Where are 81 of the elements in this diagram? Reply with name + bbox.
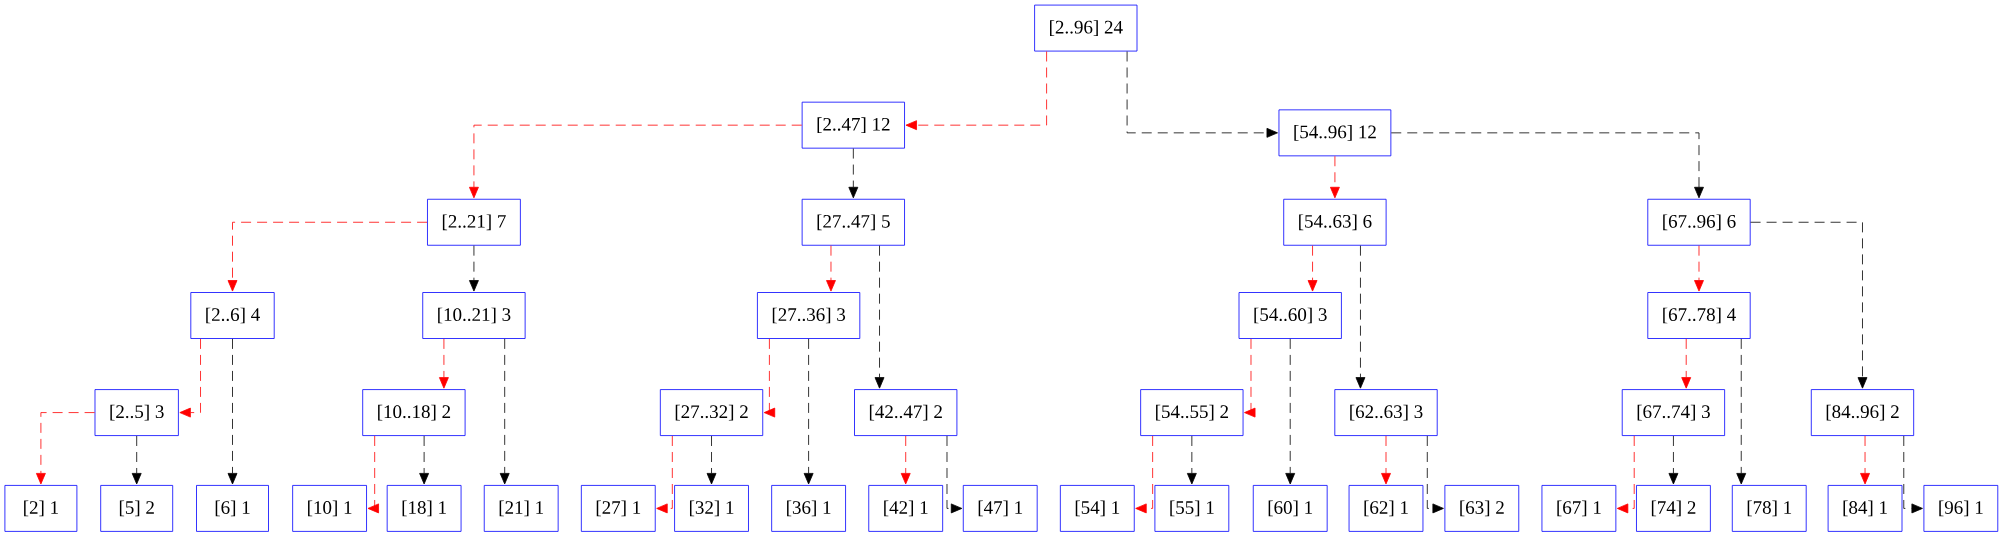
tree-node-box: [54..60] 3 (1238, 292, 1342, 339)
arrow (1668, 435, 1679, 485)
arrow (1285, 338, 1296, 485)
arrow (946, 435, 963, 514)
tree-node-box: [54..96] 12 (1278, 109, 1392, 157)
arrow (1330, 155, 1340, 199)
tree-node-box: [10] 1 (292, 485, 367, 532)
arrow (1426, 435, 1444, 514)
arrow (803, 338, 814, 485)
arrow (905, 51, 1047, 131)
tree-node-box: [2..5] 3 (94, 389, 179, 436)
arrow (1750, 221, 1868, 389)
arrow (1903, 435, 1923, 514)
arrow (1355, 245, 1366, 389)
tree-node-box: [10..21] 3 (422, 292, 526, 339)
tree-node-box: [2..6] 4 (190, 292, 275, 339)
tree-node-box: [74] 2 (1636, 485, 1711, 532)
tree-node-box: [63] 2 (1444, 485, 1520, 532)
tree-node-box: [62] 1 (1348, 485, 1424, 532)
arrow (1244, 338, 1256, 418)
tree-node-box: [42..47] 2 (854, 389, 958, 436)
tree-node-box: [2..47] 12 (801, 101, 905, 149)
arrow (826, 245, 836, 292)
arrow (763, 338, 776, 418)
arrow (1681, 338, 1692, 389)
arrow (656, 435, 673, 514)
tree-node-box: [2..96] 24 (1034, 4, 1138, 52)
tree-node-box: [67] 1 (1541, 485, 1617, 532)
arrow (1860, 435, 1870, 485)
arrow (900, 435, 911, 485)
tree-node-box: [60] 1 (1252, 485, 1328, 532)
arrow (1307, 245, 1318, 292)
arrow (848, 148, 859, 199)
tree-node-box: [27..32] 2 (659, 389, 764, 436)
tree-node-box: [18] 1 (386, 485, 462, 532)
arrow (36, 412, 95, 485)
arrow (1135, 435, 1154, 514)
arrow (469, 245, 479, 292)
tree-node-box: [27..36] 3 (757, 292, 861, 339)
tree-node-box: [54..55] 2 (1140, 389, 1244, 436)
tree-node-box: [96] 1 (1923, 485, 1999, 532)
tree-node-box: [6] 1 (196, 485, 269, 532)
tree-node-box: [54..63] 6 (1283, 198, 1387, 246)
tree-node-box: [67..96] 6 (1647, 198, 1751, 246)
tree-node-box: [62..63] 3 (1334, 389, 1438, 436)
tree-node-box: [32] 1 (674, 485, 749, 532)
arrow (1381, 435, 1391, 485)
tree-node-box: [54] 1 (1059, 485, 1135, 532)
tree-node-box: [36] 1 (771, 485, 846, 532)
tree-node-box: [47] 1 (962, 485, 1038, 532)
arrow (227, 221, 428, 292)
tree-node-box: [5] 2 (100, 485, 174, 532)
arrow (227, 338, 238, 485)
arrow (469, 124, 803, 199)
arrow (367, 435, 380, 514)
tree-node-box: [2] 1 (4, 485, 78, 532)
arrow (1186, 435, 1197, 485)
arrow (1616, 435, 1635, 514)
tree-node-box: [10..18] 2 (362, 389, 466, 436)
tree-node-box: [21] 1 (483, 485, 559, 532)
arrow (874, 245, 885, 389)
arrow (499, 338, 510, 485)
arrow (419, 435, 429, 485)
arrow (1694, 245, 1704, 292)
tree-node-box: [67..74] 3 (1621, 389, 1726, 436)
arrow (706, 435, 717, 485)
arrow (131, 435, 142, 485)
tree-node-box: [84] 1 (1827, 485, 1903, 532)
tree-node-box: [78] 1 (1731, 485, 1807, 532)
tree-node-box: [55] 1 (1154, 485, 1230, 532)
tree-node-box: [27..47] 5 (801, 198, 905, 246)
tree-node-box: [27] 1 (580, 485, 656, 532)
tree-node-box: [2..21] 7 (427, 198, 521, 246)
arrow (439, 338, 449, 389)
tree-node-box: [42] 1 (868, 485, 944, 532)
arrow (1736, 338, 1747, 485)
arrow (1126, 51, 1278, 138)
tree-node-box: [67..78] 4 (1647, 292, 1751, 339)
arrow (179, 338, 201, 418)
tree-node-box: [84..96] 2 (1810, 389, 1915, 436)
arrow (1390, 132, 1704, 199)
